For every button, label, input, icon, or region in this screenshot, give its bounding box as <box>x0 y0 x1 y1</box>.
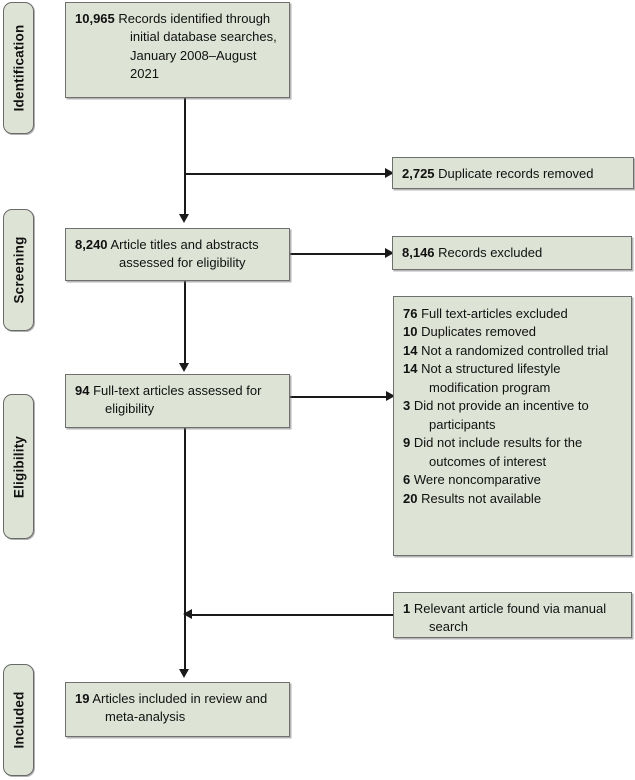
exclusion-number: 14 <box>403 342 418 358</box>
box-text: Full-text articles assessed for eligibil… <box>93 383 262 417</box>
box-number: 1 <box>403 601 411 616</box>
box-duplicate-records-removed: 2,725 Duplicate records removed <box>392 157 634 189</box>
stage-label-included: Included <box>3 664 34 776</box>
exclusion-text: Full text-articles excluded <box>421 306 568 321</box>
box-line: 8,240 Article titles and abstracts asses… <box>75 236 281 273</box>
exclusion-item: 14 Not a randomized controlled trial <box>403 342 623 360</box>
arrow-to-records-excluded <box>385 248 394 258</box>
connector-identified-trunk <box>184 97 186 216</box>
box-text: Records excluded <box>438 245 543 260</box>
exclusion-item: 6 Were noncomparative <box>403 471 623 489</box>
box-line: 19 Articles included in review and meta-… <box>75 690 281 727</box>
arrow-to-exclusion-list <box>386 391 395 401</box>
stage-label-text: Identification <box>11 24 26 112</box>
arrow-to-screened <box>179 214 189 223</box>
arrow-manual-search-merge <box>183 609 192 619</box>
box-titles-abstracts-screened: 8,240 Article titles and abstracts asses… <box>65 228 290 281</box>
box-line: 8,146 Records excluded <box>402 244 623 262</box>
box-fulltext-assessed: 94 Full-text articles assessed for eligi… <box>65 374 290 428</box>
stage-label-eligibility: Eligibility <box>3 394 34 539</box>
box-text: Articles included in review and meta-ana… <box>92 691 268 725</box>
exclusion-item: 76 Full text-articles excluded <box>403 305 623 323</box>
exclusion-text: Did not include results for the outcomes… <box>413 435 583 469</box>
exclusion-text: Results not available <box>421 490 542 506</box>
exclusion-number: 10 <box>403 324 418 340</box>
connector-to-duplicates <box>184 173 387 175</box>
exclusion-text: Were noncomparative <box>413 472 541 488</box>
box-records-excluded: 8,146 Records excluded <box>392 236 632 270</box>
exclusion-item: 9 Did not include results for the outcom… <box>403 434 623 471</box>
exclusion-number: 9 <box>403 435 411 451</box>
connector-to-exclusion-list <box>290 396 388 398</box>
exclusion-text: Did not provide an incentive to particip… <box>413 398 589 432</box>
box-number: 10,965 <box>75 11 115 26</box>
connector-manual-search-to-trunk <box>192 614 393 616</box>
exclusion-number: 6 <box>403 472 411 488</box>
stage-label-identification: Identification <box>3 2 34 134</box>
stage-label-screening: Screening <box>3 209 34 331</box>
box-number: 8,146 <box>402 245 435 260</box>
exclusion-text: Not a randomized controlled trial <box>421 342 609 358</box>
arrow-to-fulltext-assessed <box>179 363 189 372</box>
box-number: 8,240 <box>75 237 108 252</box>
box-records-identified: 10,965 Records identified through initia… <box>65 2 290 98</box>
exclusion-number: 76 <box>403 306 418 321</box>
exclusion-number: 3 <box>403 398 411 414</box>
arrow-to-included <box>179 669 189 678</box>
box-articles-included: 19 Articles included in review and meta-… <box>65 682 290 737</box>
exclusion-text: Not a structured lifestyle modification … <box>421 361 561 395</box>
exclusion-text: Duplicates removed <box>421 324 536 340</box>
connector-fulltext-to-included <box>184 428 186 671</box>
exclusion-item: 14 Not a structured lifestyle modificati… <box>403 360 623 397</box>
box-line: 1 Relevant article found via manual sear… <box>403 600 623 637</box>
exclusion-number: 20 <box>403 490 418 506</box>
exclusion-item: 10 Duplicates removed <box>403 323 623 341</box>
exclusion-item: 3 Did not provide an incentive to partic… <box>403 397 623 434</box>
stage-label-text: Screening <box>11 236 26 304</box>
stage-label-text: Eligibility <box>11 435 26 498</box>
box-text: Article titles and abstracts assessed fo… <box>110 237 259 271</box>
box-text: Duplicate records removed <box>438 166 594 181</box>
box-exclusion-reasons: 76 Full text-articles excluded 10 Duplic… <box>393 296 632 556</box>
box-text: Relevant article found via manual search <box>413 601 607 635</box>
box-number: 94 <box>75 383 90 398</box>
connector-screened-to-fulltext <box>184 281 186 365</box>
box-number: 19 <box>75 691 90 706</box>
box-line: 10,965 Records identified through initia… <box>75 10 281 84</box>
box-line: 94 Full-text articles assessed for eligi… <box>75 382 281 419</box>
exclusion-number: 14 <box>403 361 418 377</box>
stage-label-text: Included <box>11 691 26 749</box>
arrow-to-duplicates-removed <box>385 168 394 178</box>
box-manual-search: 1 Relevant article found via manual sear… <box>393 592 632 638</box>
box-number: 2,725 <box>402 166 435 181</box>
exclusion-item: 20 Results not available <box>403 490 623 508</box>
box-line: 2,725 Duplicate records removed <box>402 165 625 183</box>
box-text: Records identified through initial datab… <box>118 11 277 82</box>
connector-to-records-excluded <box>290 253 387 255</box>
